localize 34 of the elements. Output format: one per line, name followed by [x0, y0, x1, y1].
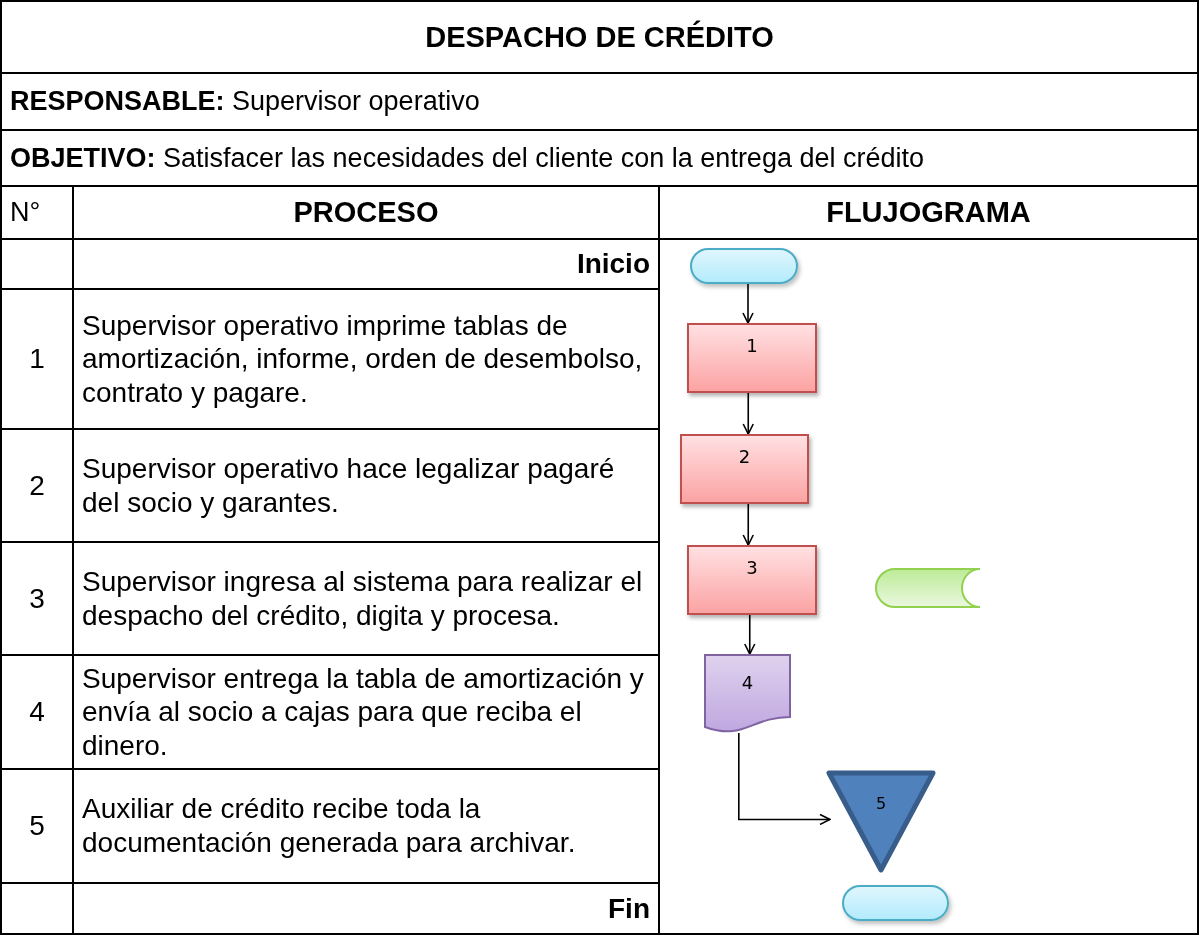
start-label: Inicio [576, 247, 650, 281]
terminal-shape [690, 248, 798, 284]
terminal-shape [842, 885, 949, 921]
arrow [738, 732, 831, 826]
stored-data-shape [875, 568, 980, 608]
step-description: Supervisor entrega la tabla de amortización y envía al socio a cajas para que reciba el dinero. [82, 661, 645, 763]
step-number: 4 [29, 695, 45, 729]
title: DESPACHO DE CRÉDITO [425, 19, 774, 55]
step-number: 1 [29, 342, 45, 376]
step-number: 5 [29, 809, 45, 843]
step-description: Supervisor operativo imprime tablas de amortización, informe, orden de desembolso, contrato y pagare. [82, 308, 644, 410]
column-header: PROCESO [293, 195, 439, 230]
step-number: 1 [746, 335, 758, 356]
step-description: Supervisor operativo hace legalizar pagaré del socio y garantes. [82, 451, 616, 520]
end-label: Fin [608, 891, 650, 926]
process-box [687, 323, 817, 393]
arrow [742, 283, 754, 324]
step-number: 2 [29, 468, 45, 503]
step-number: 4 [741, 672, 754, 693]
objective-text: OBJETIVO: Satisfacer las necesidades del cliente con la entrega del crédito [10, 141, 924, 175]
step-description: Supervisor ingresa al sistema para realizar el despacho del crédito, digita y procesa. [82, 564, 644, 633]
arrow [743, 614, 756, 655]
arrow [742, 503, 755, 546]
step-description: Auxiliar de crédito recibe toda la documentación generada para archivar. [82, 792, 577, 860]
step-number: 3 [29, 581, 45, 616]
arrow [742, 392, 755, 435]
responsible-text: RESPONSABLE: Supervisor operativo [10, 85, 480, 118]
step-number: 2 [738, 446, 751, 467]
column-header: N° [10, 196, 41, 229]
process-box [687, 545, 817, 615]
process-box [680, 434, 809, 504]
column-header: FLUJOGRAMA [826, 195, 1031, 230]
step-number: 5 [875, 794, 887, 813]
step-number: 3 [746, 557, 758, 578]
